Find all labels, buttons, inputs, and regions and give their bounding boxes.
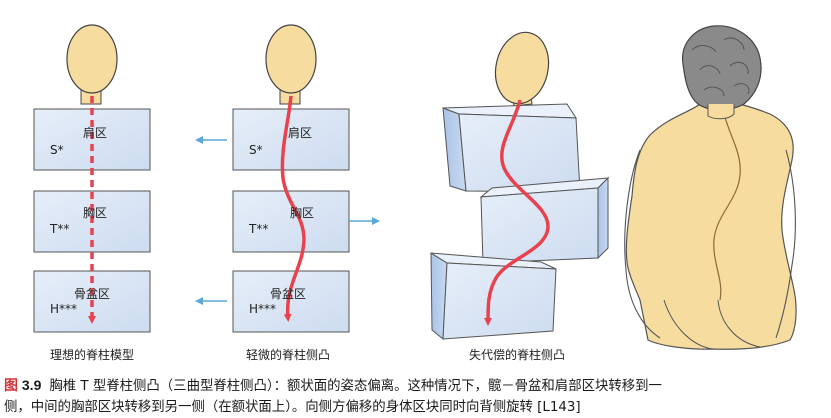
- region-label: 胸区: [83, 206, 108, 220]
- buttock-left: [663, 299, 713, 350]
- block-shoulder-3d: [442, 103, 581, 193]
- back-view-illustration: [624, 25, 797, 350]
- region-code: H***: [249, 302, 277, 316]
- buttock-right: [717, 299, 761, 348]
- region-code: S*: [249, 143, 263, 157]
- scoliosis-figure: [33, 24, 797, 350]
- caption-line-2: 侧，中间的胸部区块转移到另一侧（在额状面上）。向侧方偏移的身体区块同时向背侧旋转…: [4, 397, 826, 418]
- hair-shape: [682, 25, 762, 111]
- region-code: T**: [50, 222, 70, 236]
- block-pelvis-3d: [430, 252, 557, 341]
- neck: [707, 104, 735, 120]
- hair-texture: [691, 37, 750, 97]
- block-thorax-3d: [479, 176, 610, 264]
- spine-line: [484, 99, 550, 326]
- block-shoulder: [232, 108, 350, 171]
- caption-text-1: 胸椎 T 型脊柱侧凸（三曲型脊柱侧凸）：额状面的姿态偏离。这种情况下，髋－骨盆和…: [49, 379, 662, 394]
- region-code: S*: [50, 143, 64, 157]
- panel-caption-ideal: 理想的脊柱模型: [50, 348, 135, 362]
- region-code: T**: [249, 222, 269, 236]
- panel-ideal: [33, 24, 151, 333]
- region-label: 胸区: [290, 206, 315, 220]
- head-icon: [66, 24, 118, 105]
- region-code: H***: [50, 302, 78, 316]
- region-label: 骨盆区: [270, 287, 307, 301]
- left-arm: [624, 149, 661, 339]
- region-label: 骨盆区: [74, 287, 111, 301]
- right-arm: [775, 149, 796, 339]
- head-icon: [494, 31, 550, 107]
- caption-line-1: 图 3.9 胸椎 T 型脊柱侧凸（三曲型脊柱侧凸）：额状面的姿态偏离。这种情况下，…: [4, 375, 826, 397]
- panel-caption-mild: 轻微的脊柱侧凸: [246, 348, 331, 362]
- region-label: 肩区: [83, 126, 108, 140]
- region-label: 肩区: [288, 126, 313, 140]
- panel-decompensated: [430, 31, 610, 341]
- torso-shape: [625, 101, 797, 350]
- panel-caption-decompensated: 失代偿的脊柱侧凸: [469, 348, 566, 362]
- figure-number: 图 3.9: [4, 377, 42, 393]
- head-icon: [265, 24, 317, 105]
- spine-curve: [713, 105, 741, 301]
- caption-text-2: 侧，中间的胸部区块转移到另一侧（在额状面上）。向侧方偏移的身体区块同时向背侧旋转…: [4, 400, 581, 415]
- figure-caption: 图 3.9 胸椎 T 型脊柱侧凸（三曲型脊柱侧凸）：额状面的姿态偏离。这种情况下，…: [4, 375, 826, 418]
- spine-line: [280, 95, 306, 322]
- panel-mild: [195, 24, 380, 333]
